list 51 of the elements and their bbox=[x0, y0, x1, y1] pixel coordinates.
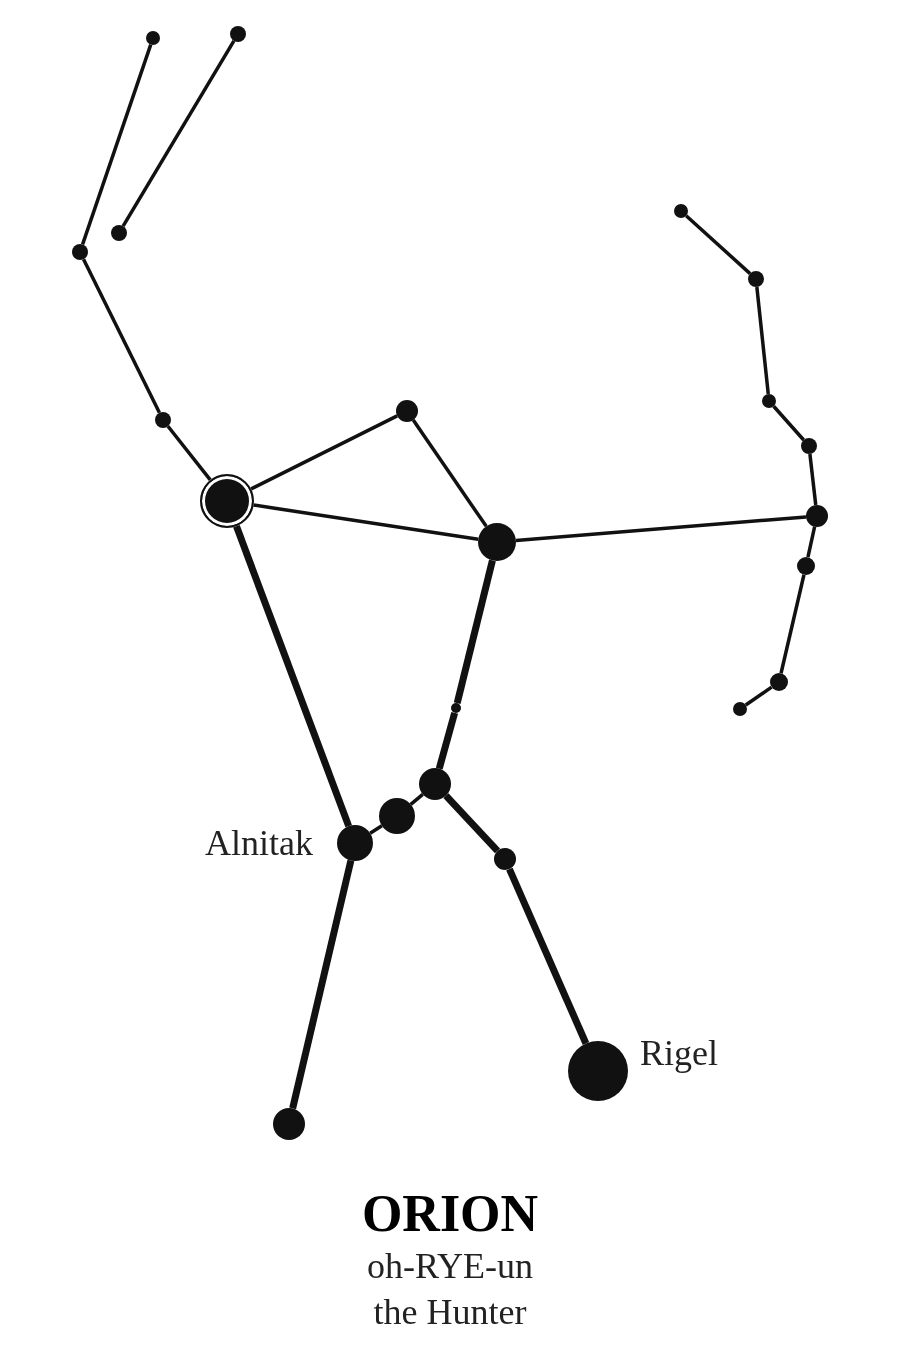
constellation-line bbox=[755, 286, 770, 395]
star-dot bbox=[379, 798, 415, 834]
star-dot bbox=[762, 394, 776, 408]
star-dot bbox=[230, 26, 246, 42]
star-dot bbox=[155, 412, 171, 428]
star-dot bbox=[146, 31, 160, 45]
constellation-line bbox=[289, 859, 355, 1110]
star-dot bbox=[396, 400, 418, 422]
constellation-line bbox=[806, 526, 817, 558]
star-dot bbox=[568, 1041, 628, 1101]
constellation-line bbox=[443, 793, 501, 854]
constellation-line bbox=[515, 515, 807, 543]
constellation-line bbox=[808, 453, 818, 506]
constellation-line bbox=[744, 685, 773, 707]
star-dot bbox=[748, 271, 764, 287]
star-dot bbox=[494, 848, 516, 870]
star-dot bbox=[733, 702, 747, 716]
constellation-line bbox=[435, 711, 459, 770]
star-dot bbox=[273, 1108, 305, 1140]
constellation-line bbox=[506, 867, 590, 1045]
star-dot bbox=[770, 673, 788, 691]
constellation-line bbox=[453, 559, 496, 704]
star-dot bbox=[337, 825, 373, 861]
constellation-line bbox=[250, 414, 398, 491]
constellation-line bbox=[121, 39, 236, 228]
constellation-line bbox=[411, 419, 488, 528]
star-dot bbox=[111, 225, 127, 241]
star-dot bbox=[801, 438, 817, 454]
constellation-title: ORION bbox=[360, 1188, 540, 1240]
constellation-line bbox=[80, 44, 153, 245]
constellation-line bbox=[772, 405, 805, 442]
subtitle-text: oh-RYE-un bbox=[366, 1248, 534, 1284]
star-dot bbox=[806, 505, 828, 527]
subtitle-text: the Hunter bbox=[372, 1294, 528, 1330]
constellation-line bbox=[81, 258, 162, 414]
constellation-line bbox=[233, 525, 352, 828]
star-dot bbox=[674, 204, 688, 218]
star-dot bbox=[419, 768, 451, 800]
constellation-line bbox=[166, 425, 212, 481]
star-name: Alnitak bbox=[205, 825, 313, 861]
star-dot bbox=[797, 557, 815, 575]
star-dot bbox=[478, 523, 516, 561]
constellation-line bbox=[779, 574, 806, 674]
star-dot bbox=[72, 244, 88, 260]
constellation-line bbox=[253, 503, 479, 541]
star-name: Rigel bbox=[640, 1035, 718, 1071]
constellation-line bbox=[685, 214, 752, 275]
star-dot bbox=[200, 474, 254, 528]
star-dot bbox=[451, 703, 461, 713]
constellation-line bbox=[409, 792, 424, 806]
constellation-line bbox=[369, 824, 383, 835]
